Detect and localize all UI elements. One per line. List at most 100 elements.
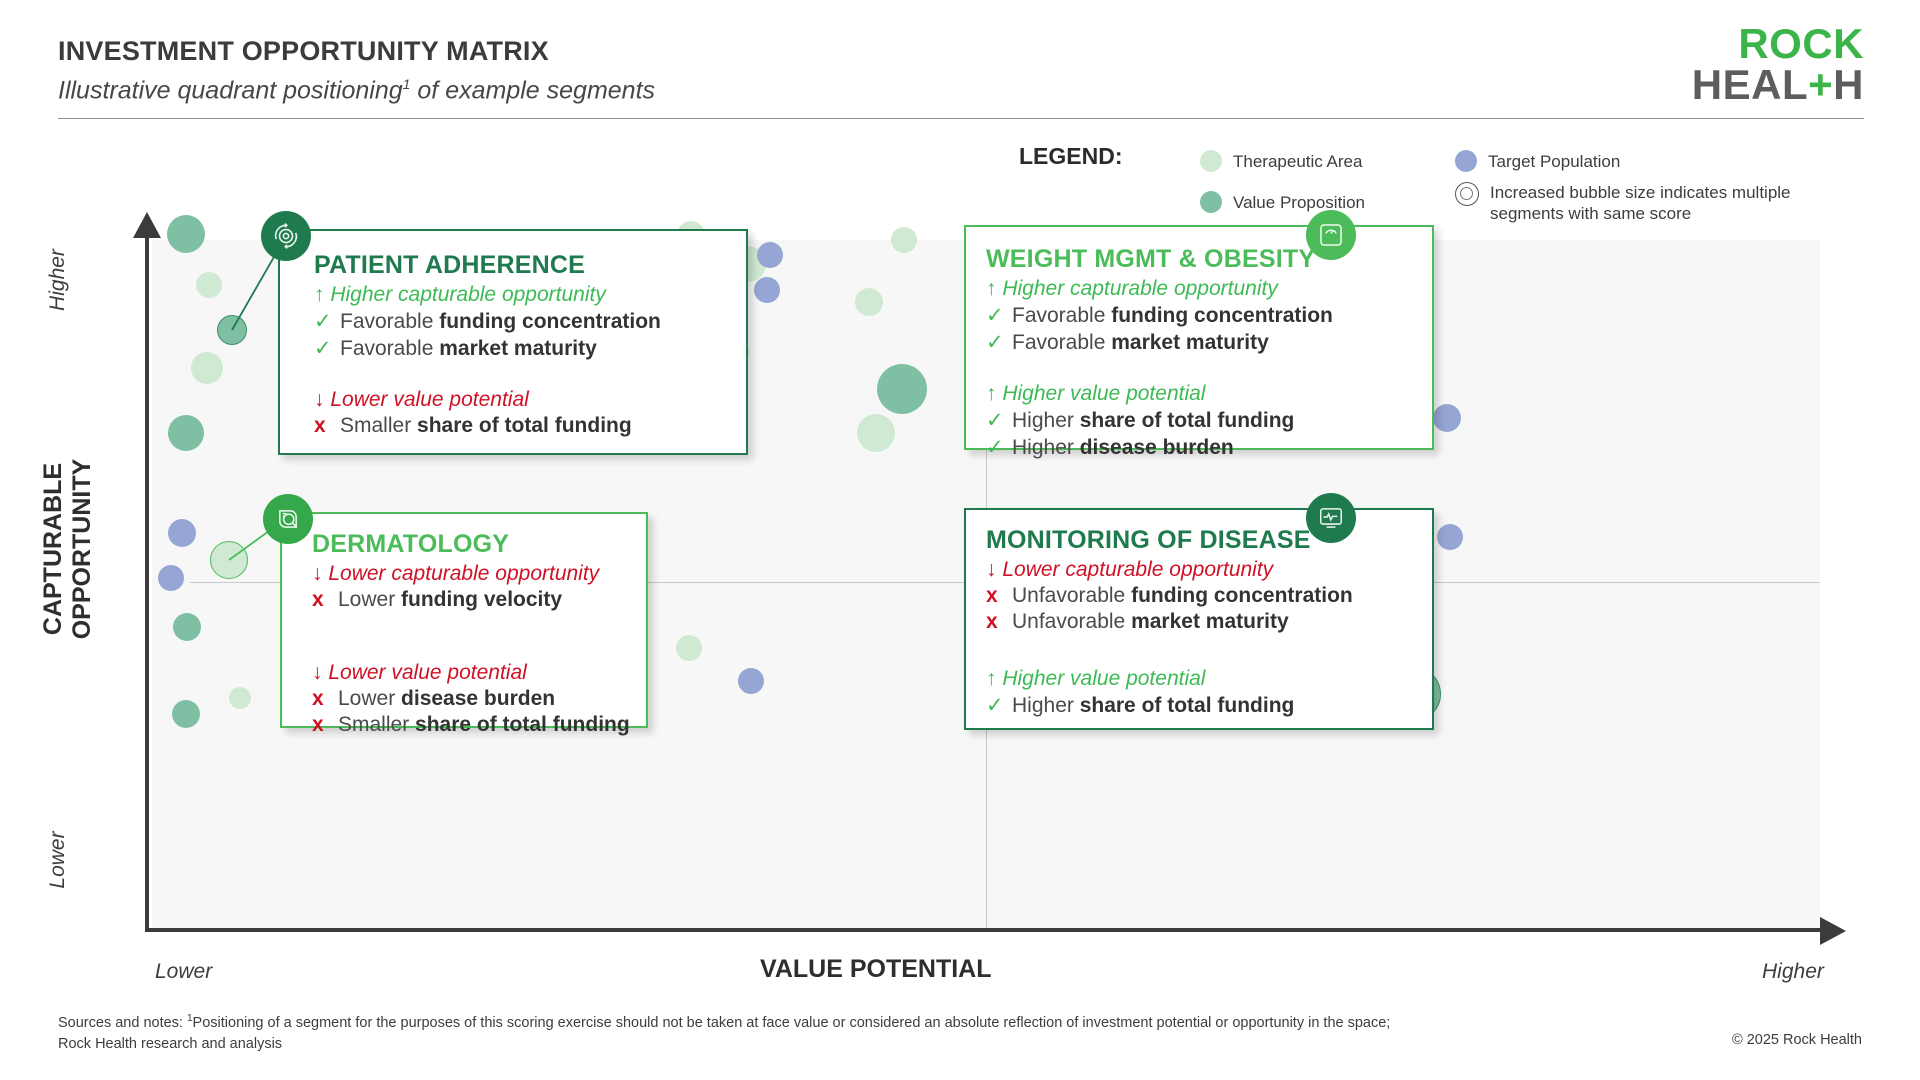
list-item: x Smaller share of total funding xyxy=(314,414,726,438)
bubble-target-population xyxy=(168,519,196,547)
bubble-therapeutic-area xyxy=(891,227,917,253)
bubble-therapeutic-area xyxy=(676,635,702,661)
arrow-down-icon: ↓ xyxy=(312,562,323,585)
list-item-emphasis: funding concentration xyxy=(1131,584,1353,607)
arrow-down-icon: ↓ xyxy=(312,661,323,684)
cross-icon: x xyxy=(314,414,326,437)
list-item-emphasis: funding concentration xyxy=(439,310,661,333)
plus-icon: + xyxy=(1808,60,1834,108)
list-item-emphasis: funding velocity xyxy=(401,588,563,611)
bubble-target-population xyxy=(754,277,780,303)
arrow-up-icon: ↑ xyxy=(986,277,997,300)
cross-icon: x xyxy=(312,713,324,736)
list-item-text: Favorable xyxy=(1012,331,1112,354)
footer-sources: Sources and notes: 1Positioning of a seg… xyxy=(58,1012,1390,1055)
legend-dot-value-proposition xyxy=(1200,191,1222,213)
list-item-emphasis: share of total funding xyxy=(417,414,632,437)
check-icon: ✓ xyxy=(986,436,1004,459)
list-item-text: Higher xyxy=(1012,436,1080,459)
group-heading-text: Higher value potential xyxy=(1002,382,1206,405)
arrow-up-icon: ↑ xyxy=(986,382,997,405)
legend-dot-therapeutic-area xyxy=(1200,150,1222,172)
logo-h-text: H xyxy=(1833,60,1864,108)
check-icon: ✓ xyxy=(314,337,332,360)
cross-icon: x xyxy=(986,610,998,633)
list-item: ✓Favorable funding concentration xyxy=(986,303,1414,328)
legend-text-value-proposition: Value Proposition xyxy=(1233,193,1365,212)
list-item: ✓Favorable market maturity xyxy=(986,330,1414,355)
footer-sources-line-2: Rock Health research and analysis xyxy=(58,1035,283,1052)
list-item-text: Unfavorable xyxy=(1012,584,1132,607)
badge-icon-patient-adherence[interactable] xyxy=(261,211,311,261)
arrow-up-icon: ↑ xyxy=(314,283,325,306)
bubble-value-proposition xyxy=(168,415,204,451)
bubble-target-population xyxy=(158,565,184,591)
list-item-text: Higher xyxy=(1012,409,1080,432)
bubble-value-proposition xyxy=(167,215,205,253)
list-item-emphasis: disease burden xyxy=(401,687,556,710)
subtitle-text-rest: of example segments xyxy=(410,76,656,105)
callout-card-weight-mgmt[interactable]: WEIGHT MGMT & OBESITY ↑ Higher capturabl… xyxy=(964,225,1434,459)
group-heading-text: Lower capturable opportunity xyxy=(1002,558,1274,581)
bubble-therapeutic-area xyxy=(857,414,895,452)
check-icon: ✓ xyxy=(986,409,1004,432)
callout-title-patient-adherence: PATIENT ADHERENCE xyxy=(314,251,586,279)
group-heading-lower-value: ↓ Lower value potential xyxy=(314,388,726,412)
callout-card-dermatology[interactable]: DERMATOLOGY ↓ Lower capturable opportuni… xyxy=(280,512,648,736)
group-heading-text: Higher capturable opportunity xyxy=(1002,277,1278,300)
x-axis-line xyxy=(147,928,1826,932)
page-subtitle: Illustrative quadrant positioning1 of ex… xyxy=(58,76,655,105)
legend-item-value-proposition: Value Proposition xyxy=(1200,191,1365,213)
bubble-size-line-2: segments with same score xyxy=(1490,204,1692,224)
list-item-text: Favorable xyxy=(340,337,440,360)
group-heading-text: Lower capturable opportunity xyxy=(328,562,600,585)
header-divider xyxy=(58,118,1864,119)
callout-card-monitoring[interactable]: MONITORING OF DISEASE ↓ Lower capturable… xyxy=(964,508,1434,730)
logo-heal-text: HEAL xyxy=(1691,60,1809,108)
bubble-target-population xyxy=(1433,404,1461,432)
footer-sources-prefix: Sources and notes: xyxy=(58,1014,187,1031)
logo-rock-text: ROCK xyxy=(1738,20,1864,67)
legend-item-therapeutic-area: Therapeutic Area xyxy=(1200,150,1362,172)
group-heading-text: Higher capturable opportunity xyxy=(330,283,606,306)
list-item: x Smaller share of total funding xyxy=(312,713,630,737)
bubble-value-proposition xyxy=(173,613,201,641)
badge-icon-weight-mgmt[interactable] xyxy=(1306,210,1356,260)
list-item-emphasis: share of total funding xyxy=(415,713,630,736)
group-spacer xyxy=(312,612,630,658)
list-item: ✓Favorable funding concentration xyxy=(314,309,726,334)
x-axis-title: VALUE POTENTIAL xyxy=(760,955,992,983)
legend-text-therapeutic-area: Therapeutic Area xyxy=(1233,152,1363,171)
arrow-up-icon: ↑ xyxy=(986,667,997,690)
cross-icon: x xyxy=(986,584,998,607)
badge-icon-dermatology[interactable] xyxy=(263,494,313,544)
list-item: ✓Higher share of total funding xyxy=(986,408,1414,433)
group-heading-text: Lower value potential xyxy=(330,388,529,411)
list-item-text: Favorable xyxy=(1012,304,1112,327)
list-item-emphasis: funding concentration xyxy=(1111,304,1333,327)
legend-item-target-population: Target Population xyxy=(1455,150,1620,172)
badge-icon-monitoring[interactable] xyxy=(1306,493,1356,543)
subtitle-text: Illustrative quadrant positioning xyxy=(58,76,403,105)
bubble-value-proposition xyxy=(877,364,927,414)
list-item: ✓Higher disease burden xyxy=(986,435,1414,460)
check-icon: ✓ xyxy=(986,331,1004,354)
callout-card-patient-adherence[interactable]: PATIENT ADHERENCE ↑ Higher capturable op… xyxy=(278,229,748,455)
list-item-text: Smaller xyxy=(338,713,416,736)
group-heading-higher-capturable: ↑ Higher capturable opportunity xyxy=(986,277,1414,301)
group-heading-text: Lower value potential xyxy=(328,661,527,684)
page-title: INVESTMENT OPPORTUNITY MATRIX xyxy=(58,36,549,66)
bubble-value-proposition xyxy=(217,315,247,345)
group-spacer xyxy=(314,361,726,385)
group-heading-higher-value: ↑ Higher value potential xyxy=(986,667,1416,691)
bubble-therapeutic-area xyxy=(196,272,222,298)
x-axis-arrowhead-icon xyxy=(1820,917,1846,945)
list-item-text: Smaller xyxy=(340,414,418,437)
check-icon: ✓ xyxy=(986,694,1004,717)
arrow-down-icon: ↓ xyxy=(314,388,325,411)
list-item-text: Higher xyxy=(1012,694,1080,717)
list-item-text: Unfavorable xyxy=(1012,610,1132,633)
